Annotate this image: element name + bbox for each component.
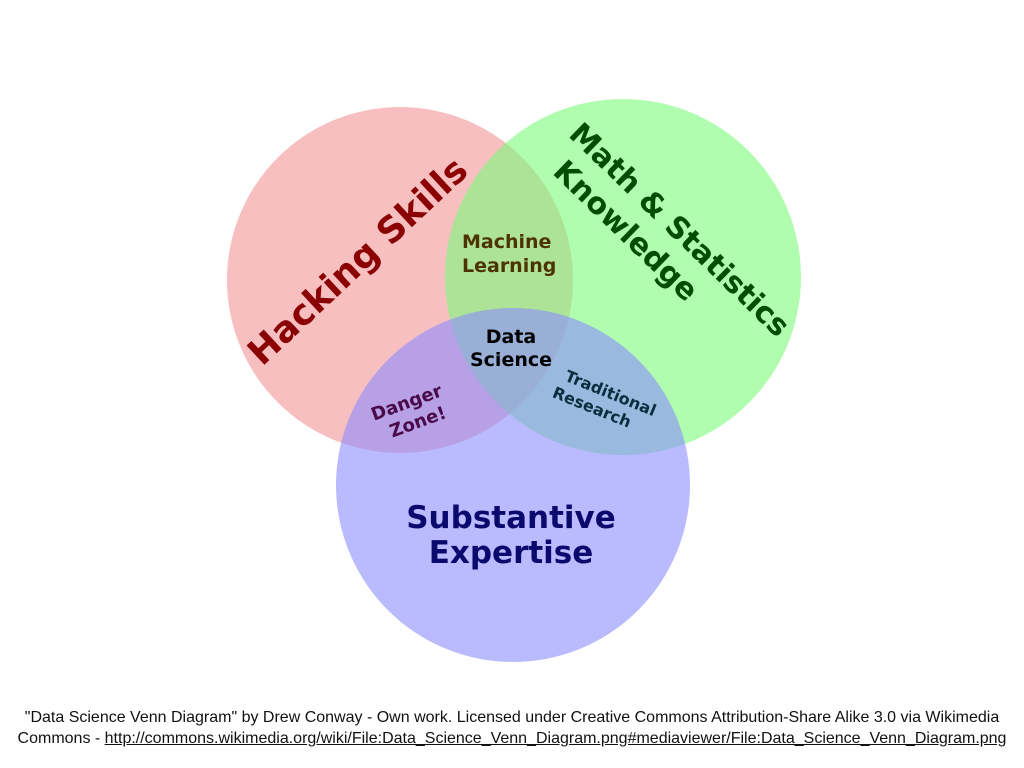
caption-link[interactable]: http://commons.wikimedia.org/wiki/File:D… xyxy=(104,730,1007,747)
circle-substantive-expertise xyxy=(336,308,690,662)
label-data-science-line2: Science xyxy=(470,349,552,371)
venn-diagram: Hacking Skills Math & Statistics Knowled… xyxy=(227,99,801,662)
caption-text: "Data Science Venn Diagram" by Drew Conw… xyxy=(17,709,1000,747)
label-data-science-line1: Data xyxy=(486,326,537,348)
attribution-caption: "Data Science Venn Diagram" by Drew Conw… xyxy=(0,707,1024,749)
label-substantive-line2: Expertise xyxy=(429,535,594,571)
label-machine-learning-line1: Machine xyxy=(462,231,551,253)
label-substantive-line1: Substantive xyxy=(406,500,616,536)
label-machine-learning-line2: Learning xyxy=(462,255,556,277)
